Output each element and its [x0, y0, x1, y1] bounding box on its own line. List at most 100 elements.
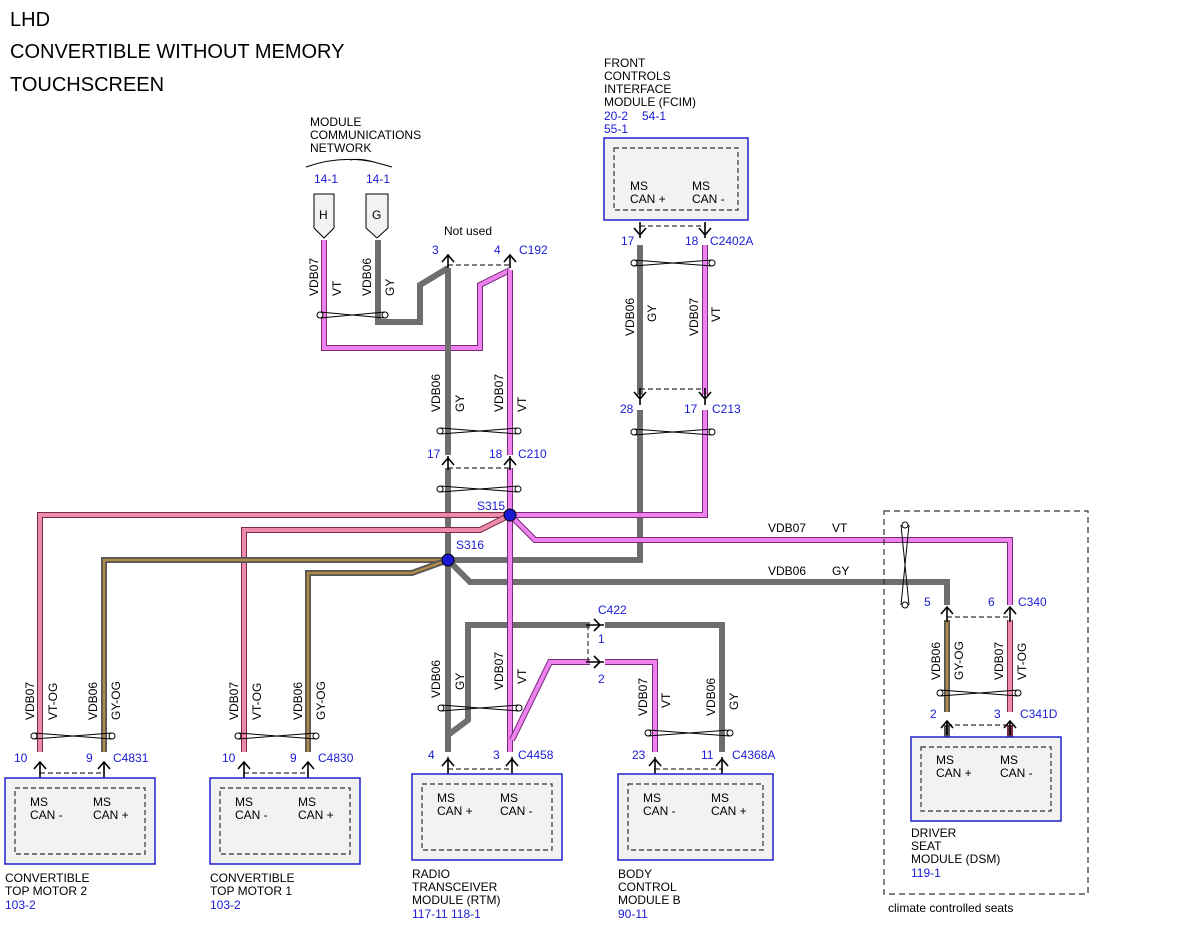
ctm2-pin-a1: MS — [30, 795, 48, 809]
wl-fcim-vdb07: VDB07 — [687, 298, 701, 336]
wl-ctm2-vtog: VT-OG — [46, 683, 60, 720]
c2402a-label: C2402A — [710, 234, 753, 248]
wl-c192-vdb06: VDB06 — [429, 374, 443, 412]
wire-labels: VDB07 VT VDB06 GY VDB06 GY VDB07 VT VDB0… — [23, 258, 1029, 720]
rtm-pin-b1: MS — [500, 791, 518, 805]
fcim-title-2: CONTROLS — [604, 69, 671, 83]
fcim-ref-1: 20-2 — [604, 109, 628, 123]
wire-rtm-c422-vt — [510, 660, 590, 741]
bcmb-pin-b1: MS — [711, 791, 729, 805]
wl-dsm-vdb07-v: VDB07 — [992, 642, 1006, 680]
c192-pin3: 3 — [432, 243, 439, 257]
rtm-pin-a1: MS — [437, 791, 455, 805]
network-brace — [305, 158, 393, 168]
wire-c422-bcmb-vt — [605, 660, 657, 752]
wire-c213-s315 — [510, 410, 707, 517]
rtm-inner — [421, 783, 553, 851]
wire-c422-bcmb-gy — [605, 622, 725, 752]
ctm2-pin-b1: MS — [93, 795, 111, 809]
network-title-2: COMMUNICATIONS — [310, 128, 421, 142]
header-touchscreen: TOUCHSCREEN — [10, 74, 164, 96]
ctm2-title-1: CONVERTIBLE — [5, 871, 89, 885]
c340-label: C340 — [1018, 595, 1047, 609]
module-rtm: MS CAN + MS CAN - RADIO TRANSCEIVER MODU… — [411, 773, 563, 921]
c213-pin28: 28 — [620, 402, 634, 416]
c210-pin17: 17 — [427, 447, 441, 461]
wl-net-vt: VT — [330, 280, 344, 296]
fcim-pin-b: MS — [692, 179, 710, 193]
s316-label: S316 — [456, 538, 484, 552]
c4368a-label: C4368A — [732, 748, 775, 762]
wl-dsm-vtog-v: VT-OG — [1015, 643, 1029, 680]
bcmb-inner — [627, 783, 764, 851]
ctm1-pin-b2: CAN + — [298, 808, 334, 822]
c192-pin4: 4 — [494, 243, 501, 257]
not-used-label: Not used — [444, 224, 492, 238]
c4368a-pin23: 23 — [632, 748, 646, 762]
wl-rtm-vdb06: VDB06 — [429, 660, 443, 698]
splice-s316 — [441, 553, 455, 567]
module-dsm: MS CAN + MS CAN - DRIVER SEAT MODULE (DS… — [883, 510, 1089, 915]
c341d-pin2: 2 — [930, 707, 937, 721]
dsm-inner — [920, 746, 1052, 812]
ctm1-pin-a2: CAN - — [235, 808, 268, 822]
wire-s316-ctm2 — [102, 558, 448, 752]
fcim-block: FRONT CONTROLS INTERFACE MODULE (FCIM) 2… — [603, 56, 749, 221]
bcmb-title-1: BODY — [618, 867, 652, 881]
wl-net-gy: GY — [383, 279, 397, 296]
c210-pin18: 18 — [489, 447, 503, 461]
wl-ctm1-vdb06: VDB06 — [291, 682, 305, 720]
rtm-pin-a2: CAN + — [437, 804, 473, 818]
wl-dsm-vt: VT — [832, 521, 848, 535]
wl-net-vdb07: VDB07 — [307, 258, 321, 296]
rtm-title-2: TRANSCEIVER — [412, 880, 498, 894]
bcmb-title-3: MODULE B — [618, 893, 681, 907]
wl-c192-gy: GY — [453, 395, 467, 412]
c4831-label: C4831 — [113, 751, 149, 765]
dsm-option-border — [883, 510, 1089, 895]
network-ref-g: 14-1 — [366, 172, 390, 186]
wl-ctm2-vdb06: VDB06 — [86, 682, 100, 720]
wl-bcmb-vt: VT — [659, 692, 673, 708]
bcmb-pin-a1: MS — [643, 791, 661, 805]
ctm1-title-2: TOP MOTOR 1 — [210, 884, 292, 898]
dsm-title-2: SEAT — [911, 839, 942, 853]
s315-label: S315 — [477, 499, 505, 513]
c422-pin1: 1 — [598, 632, 605, 646]
connector-marks — [33, 222, 1017, 778]
wire-s315-ctm1 — [242, 513, 511, 752]
wl-bcmb-vdb07: VDB07 — [636, 678, 650, 716]
ctm1-pin-a1: MS — [235, 795, 253, 809]
c2402a-pin18: 18 — [685, 234, 699, 248]
wire-network-gy — [375, 240, 450, 325]
c4458-pin4: 4 — [428, 748, 435, 762]
wl-ctm1-gyog: GY-OG — [314, 681, 328, 720]
c192-label: C192 — [519, 243, 548, 257]
wl-rtm-vt: VT — [515, 668, 529, 684]
module-ctm2: MS CAN - MS CAN + CONVERTIBLE TOP MOTOR … — [4, 777, 156, 912]
connector-g-label: G — [372, 208, 381, 222]
ctm1-ref: 103-2 — [210, 898, 241, 912]
wl-ctm2-gyog: GY-OG — [109, 681, 123, 720]
network-title-3: NETWORK — [310, 141, 371, 155]
wire-s316-ctm2-outline — [101, 557, 448, 752]
wl-ctm1-vdb07: VDB07 — [227, 682, 241, 720]
fcim-inner — [613, 147, 739, 211]
c210-label: C210 — [518, 447, 547, 461]
ctm2-ref: 103-2 — [5, 898, 36, 912]
dsm-title-1: DRIVER — [911, 826, 957, 840]
dsm-pin-a1: MS — [936, 753, 954, 767]
wl-fcim-gy: GY — [645, 305, 659, 322]
c341d-pin3: 3 — [994, 707, 1001, 721]
wl-c192-vt: VT — [515, 396, 529, 412]
connector-g-shape — [365, 193, 389, 239]
wl-ctm1-vtog: VT-OG — [250, 683, 264, 720]
ctm2-inner — [14, 787, 146, 855]
bcmb-title-2: CONTROL — [618, 880, 677, 894]
rtm-ref-1: 117-11 — [412, 907, 448, 921]
fcim-ref-3: 55-1 — [604, 122, 628, 136]
wl-dsm-vdb06-v: VDB06 — [929, 642, 943, 680]
wire-s315-dsm — [508, 513, 1012, 605]
connector-h-shape — [313, 193, 335, 239]
